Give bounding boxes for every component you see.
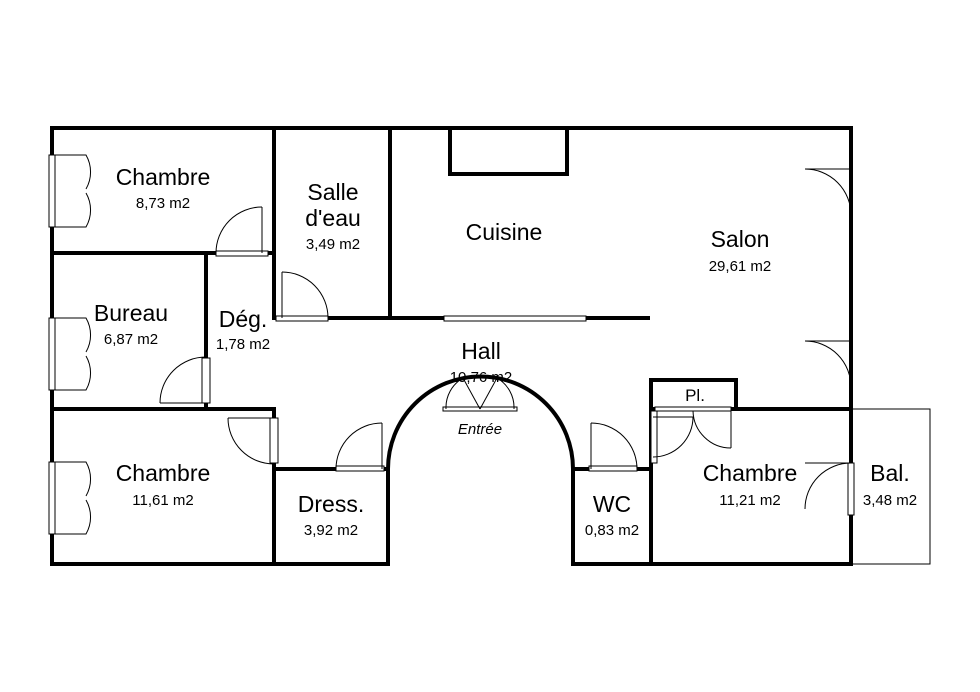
- entrance-label: Entrée: [458, 421, 502, 438]
- room-name-bureau: Bureau: [94, 300, 168, 326]
- window-bureau: [48, 317, 92, 391]
- room-name-chambre-1: Chambre: [116, 164, 211, 190]
- door-salon-2: [804, 340, 852, 388]
- room-name-degagement: Dég.: [219, 306, 268, 332]
- kitchen-counter: [448, 126, 569, 176]
- room-name-dressing: Dress.: [298, 491, 364, 517]
- window-chambre2: [48, 461, 92, 535]
- window-chambre1: [48, 154, 92, 228]
- room-area-chambre-2: 11,61 m2: [132, 492, 193, 509]
- room-area-salon: 29,61 m2: [709, 258, 772, 275]
- door-salle-eau: [281, 271, 329, 319]
- door-chambre1: [215, 206, 263, 254]
- room-area-degagement: 1,78 m2: [216, 336, 270, 353]
- room-area-bureau: 6,87 m2: [104, 331, 158, 348]
- room-area-chambre-1: 8,73 m2: [136, 195, 190, 212]
- room-name-chambre-2: Chambre: [116, 460, 211, 486]
- balcony-outline: [850, 408, 931, 565]
- door-placard: [650, 410, 732, 464]
- room-area-chambre-3: 11,21 m2: [719, 492, 780, 509]
- room-area-wc: 0,83 m2: [585, 522, 639, 539]
- room-name-cuisine: Cuisine: [466, 219, 543, 245]
- room-name-salle-eau-line1: Salle: [307, 179, 358, 205]
- room-name-salle-eau-line2: d'eau: [305, 205, 361, 231]
- room-name-balcon: Bal.: [870, 460, 910, 486]
- door-dressing: [335, 422, 383, 470]
- room-name-wc: WC: [593, 491, 631, 517]
- room-name-salon: Salon: [711, 226, 770, 252]
- door-wc: [590, 422, 638, 470]
- room-area-dressing: 3,92 m2: [304, 522, 358, 539]
- door-bureau: [159, 356, 207, 404]
- room-area-balcon: 3,48 m2: [863, 492, 917, 509]
- room-name-hall: Hall: [461, 338, 501, 364]
- room-area-salle-eau: 3,49 m2: [306, 236, 360, 253]
- room-name-placard: Pl.: [685, 386, 705, 405]
- room-name-chambre-3: Chambre: [703, 460, 798, 486]
- door-salon-1: [804, 168, 852, 216]
- room-area-hall: 10,76 m2: [450, 369, 513, 386]
- door-balcon: [804, 462, 855, 516]
- door-chambre2: [227, 417, 275, 465]
- door-entree: [445, 377, 515, 410]
